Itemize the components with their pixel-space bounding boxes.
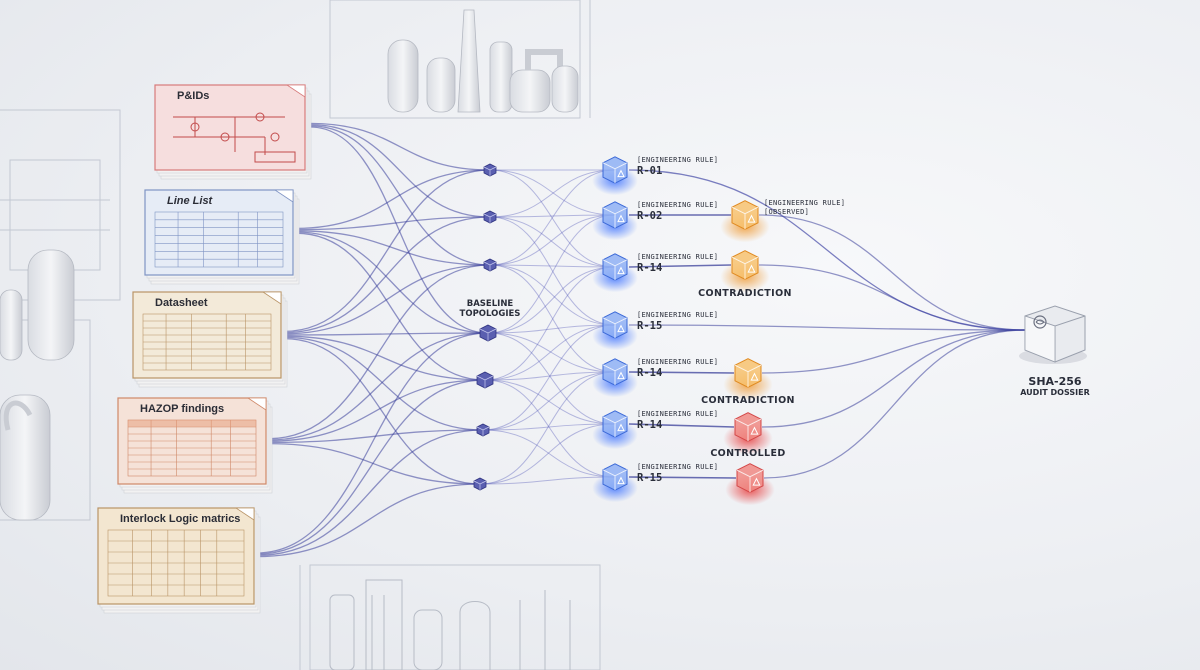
baseline-label-line1: BASELINE: [467, 299, 514, 309]
warning-icon: [617, 423, 625, 432]
document-4[interactable]: HAZOP findings: [117, 397, 273, 494]
rule-node[interactable]: [592, 410, 638, 450]
dossier-title-label: AUDIT DOSSIER: [1020, 388, 1090, 397]
pid-schematic-icon: [173, 112, 296, 163]
rule-tag: [ENGINEERING RULE]: [637, 311, 718, 319]
table-grid-icon: [107, 529, 245, 597]
outcome-nodes: [ENGINEERING RULE][OBSERVED] CONTRADICTIO…: [698, 199, 845, 506]
outcome-tag: [ENGINEERING RULE]: [764, 199, 845, 207]
topology-node[interactable]: [476, 423, 490, 437]
warning-icon: [752, 477, 761, 486]
rule-node[interactable]: [592, 253, 638, 293]
connection-wires-secondary: [479, 169, 1026, 485]
warning-icon: [747, 214, 756, 223]
rule-nodes: [ENGINEERING RULE]R-01[ENGINEERING RULE]…: [592, 156, 718, 503]
plant-equipment-left: [0, 249, 75, 521]
table-grid-icon: [127, 419, 257, 477]
rule-tag: [ENGINEERING RULE]: [637, 201, 718, 209]
rule-code: R-02: [637, 210, 662, 222]
topology-node[interactable]: [483, 210, 497, 224]
plant-equipment-top: [387, 9, 579, 113]
warning-icon: [617, 476, 625, 485]
rule-node[interactable]: [592, 156, 638, 196]
baseline-label-line2: TOPOLOGIES: [460, 309, 521, 319]
topology-node[interactable]: [476, 371, 494, 389]
table-grid-icon: [142, 313, 272, 371]
outcome-node[interactable]: [723, 358, 773, 401]
warning-icon: [750, 372, 759, 381]
audit-dossier-node[interactable]: [1019, 305, 1087, 364]
rule-code: R-14: [637, 367, 662, 379]
outcome-node[interactable]: [720, 200, 770, 243]
document-3[interactable]: Datasheet: [132, 291, 288, 388]
document-title: P&IDs: [177, 90, 209, 102]
rule-code: R-14: [637, 419, 662, 431]
topology-node[interactable]: [483, 258, 497, 272]
rule-tag: [ENGINEERING RULE]: [637, 253, 718, 261]
warning-icon: [617, 169, 625, 178]
rule-tag: [ENGINEERING RULE]: [637, 410, 718, 418]
document-5[interactable]: Interlock Logic matrics: [97, 507, 261, 614]
rule-tag: [ENGINEERING RULE]: [637, 463, 718, 471]
warning-icon: [617, 324, 625, 333]
topology-node[interactable]: [479, 324, 497, 342]
seal-icon: [1033, 315, 1047, 329]
outcome-label: CONTROLLED: [710, 448, 785, 459]
topology-node[interactable]: [483, 163, 497, 177]
connection-wires: [255, 122, 1026, 558]
document-title: Datasheet: [155, 297, 208, 309]
rule-code: R-15: [637, 320, 662, 332]
outcome-node[interactable]: [723, 412, 773, 455]
document-title: HAZOP findings: [140, 403, 224, 415]
topology-node[interactable]: [473, 477, 487, 491]
rule-node[interactable]: [592, 201, 638, 241]
outcome-label: [OBSERVED]: [764, 208, 809, 216]
warning-icon: [747, 264, 756, 273]
warning-icon: [750, 426, 759, 435]
rule-node[interactable]: [592, 311, 638, 351]
warning-icon: [617, 266, 625, 275]
document-title: Interlock Logic matrics: [120, 513, 240, 525]
outcome-label: CONTRADICTION: [698, 288, 792, 299]
document-2[interactable]: Line List: [144, 189, 300, 285]
warning-icon: [617, 371, 625, 380]
rule-code: R-01: [637, 165, 662, 177]
rule-code: R-15: [637, 472, 662, 484]
table-grid-icon: [154, 211, 284, 268]
document-1[interactable]: P&IDs: [154, 84, 312, 180]
warning-icon: [617, 214, 625, 223]
rule-tag: [ENGINEERING RULE]: [637, 156, 718, 164]
document-title: Line List: [167, 195, 214, 207]
dossier-hash-label: SHA-256: [1028, 375, 1082, 388]
rule-code: R-14: [637, 262, 662, 274]
outcome-node[interactable]: [725, 463, 775, 506]
outcome-node[interactable]: [720, 250, 770, 293]
rule-tag: [ENGINEERING RULE]: [637, 358, 718, 366]
rule-node[interactable]: [592, 463, 638, 503]
topology-nodes: [473, 163, 497, 491]
plant-outline-bottom: [329, 579, 571, 670]
rule-node[interactable]: [592, 358, 638, 398]
outcome-label: CONTRADICTION: [701, 395, 795, 406]
